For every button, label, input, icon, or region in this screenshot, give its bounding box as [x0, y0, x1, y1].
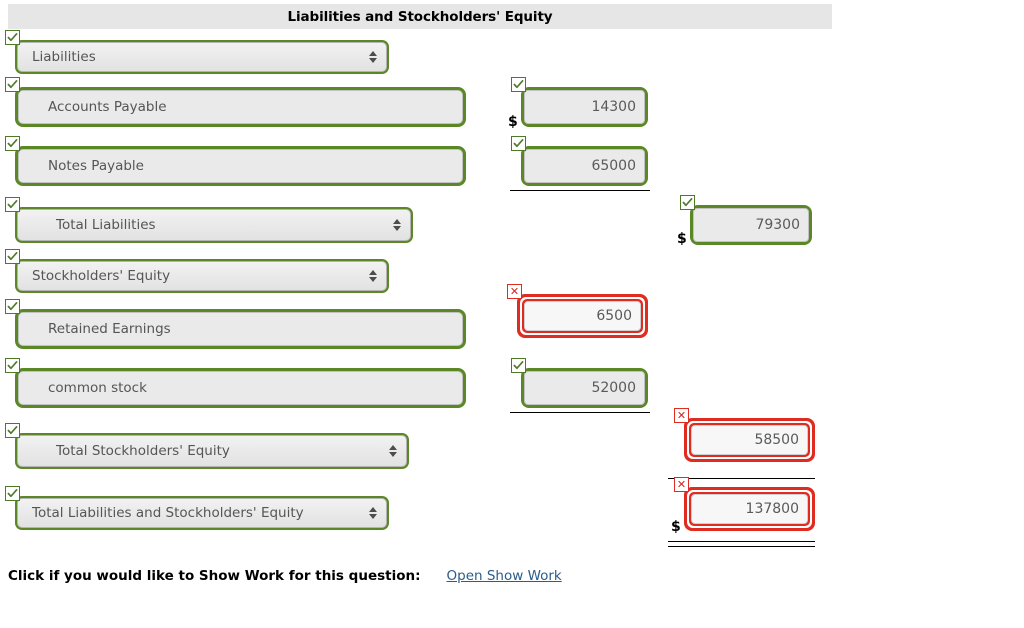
select-total-liabilities-label: Total Liabilities [56, 217, 156, 233]
subtotal-rule-equity [510, 412, 650, 413]
amount-accounts-payable-value: 14300 [524, 90, 645, 124]
correct-check-icon [5, 136, 20, 151]
updown-arrows-icon [390, 219, 404, 231]
currency-symbol-accounts-payable: $ [508, 114, 518, 130]
row-accounts-payable: Accounts Payable [5, 77, 466, 127]
select-liabilities[interactable]: Liabilities [5, 30, 389, 74]
correct-check-icon [5, 30, 20, 45]
amount-accounts-payable-wrap: 14300 [511, 77, 648, 127]
select-total-liabilities-and-stockholders-equity[interactable]: Total Liabilities and Stockholders' Equi… [5, 486, 389, 530]
incorrect-cross-icon: ✕ [507, 284, 522, 299]
input-retained-earnings-value: Retained Earnings [18, 312, 463, 346]
amount-notes-payable-value: 65000 [524, 149, 645, 183]
total-liabilities-amount-value: 79300 [693, 208, 809, 242]
amount-common-stock-wrap: 52000 [511, 358, 648, 408]
correct-check-icon [680, 195, 695, 210]
updown-arrows-icon [366, 507, 380, 519]
input-common-stock-value: common stock [18, 371, 463, 405]
select-total-stockholders-equity[interactable]: Total Stockholders' Equity [5, 423, 409, 469]
amount-common-stock-value: 52000 [524, 371, 645, 405]
total-stockholders-equity-amount[interactable]: ✕ 58500 [674, 408, 815, 462]
row-common-stock: common stock [5, 358, 466, 408]
correct-check-icon [5, 197, 20, 212]
incorrect-cross-icon: ✕ [674, 408, 689, 423]
total-stockholders-equity-amount-wrap: ✕ 58500 [674, 408, 815, 462]
grand-total-amount[interactable]: ✕ 137800 [674, 477, 815, 531]
incorrect-cross-icon: ✕ [674, 477, 689, 492]
input-common-stock[interactable]: common stock [5, 358, 466, 408]
open-show-work-link[interactable]: Open Show Work [446, 568, 562, 584]
correct-check-icon [5, 358, 20, 373]
updown-arrows-icon [366, 51, 380, 63]
grand-total-double-rule [668, 541, 815, 547]
row-total-stockholders-equity: Total Stockholders' Equity [5, 423, 409, 469]
input-accounts-payable[interactable]: Accounts Payable [5, 77, 466, 127]
amount-retained-earnings-wrap: ✕ 6500 [507, 284, 648, 338]
amount-retained-earnings-value: 6500 [524, 301, 641, 331]
amount-accounts-payable[interactable]: 14300 [511, 77, 648, 127]
show-work-row: Click if you would like to Show Work for… [8, 568, 562, 584]
currency-symbol-total-liabilities: $ [677, 231, 687, 247]
select-liabilities-label: Liabilities [32, 49, 96, 65]
correct-check-icon [5, 77, 20, 92]
subtotal-rule-liabilities [510, 190, 650, 191]
select-stockholders-equity-label: Stockholders' Equity [32, 268, 171, 284]
amount-notes-payable-wrap: 65000 [511, 136, 648, 186]
row-notes-payable: Notes Payable [5, 136, 466, 186]
updown-arrows-icon [366, 270, 380, 282]
row-stockholders-equity: Stockholders' Equity [5, 249, 389, 293]
grand-total-amount-wrap: ✕ 137800 [674, 477, 815, 531]
select-total-stockholders-equity-label: Total Stockholders' Equity [56, 443, 230, 459]
row-retained-earnings: Retained Earnings [5, 299, 466, 349]
input-accounts-payable-value: Accounts Payable [18, 90, 463, 124]
amount-common-stock[interactable]: 52000 [511, 358, 648, 408]
updown-arrows-icon [386, 445, 400, 457]
page-title: Liabilities and Stockholders' Equity [287, 8, 553, 25]
currency-symbol-grand-total: $ [671, 519, 681, 535]
correct-check-icon [511, 136, 526, 151]
grand-total-amount-value: 137800 [691, 494, 808, 524]
show-work-label: Click if you would like to Show Work for… [8, 568, 421, 584]
select-stockholders-equity[interactable]: Stockholders' Equity [5, 249, 389, 293]
total-liabilities-amount[interactable]: 79300 [680, 195, 812, 245]
total-stockholders-equity-amount-value: 58500 [691, 425, 808, 455]
amount-retained-earnings[interactable]: ✕ 6500 [507, 284, 648, 338]
select-total-liabilities[interactable]: Total Liabilities [5, 197, 413, 243]
correct-check-icon [511, 77, 526, 92]
input-notes-payable-value: Notes Payable [18, 149, 463, 183]
correct-check-icon [5, 299, 20, 314]
amount-notes-payable[interactable]: 65000 [511, 136, 648, 186]
subtotal-rule-grand [668, 478, 815, 479]
total-liabilities-amount-wrap: 79300 [680, 195, 812, 245]
input-retained-earnings[interactable]: Retained Earnings [5, 299, 466, 349]
select-total-liabilities-and-stockholders-equity-label: Total Liabilities and Stockholders' Equi… [32, 505, 304, 521]
correct-check-icon [511, 358, 526, 373]
correct-check-icon [5, 423, 20, 438]
correct-check-icon [5, 249, 20, 264]
correct-check-icon [5, 486, 20, 501]
row-total-liabilities-and-stockholders-equity: Total Liabilities and Stockholders' Equi… [5, 486, 389, 530]
input-notes-payable[interactable]: Notes Payable [5, 136, 466, 186]
row-total-liabilities: Total Liabilities [5, 197, 413, 243]
section-header: Liabilities and Stockholders' Equity [8, 4, 832, 29]
row-liabilities: Liabilities [5, 30, 389, 74]
